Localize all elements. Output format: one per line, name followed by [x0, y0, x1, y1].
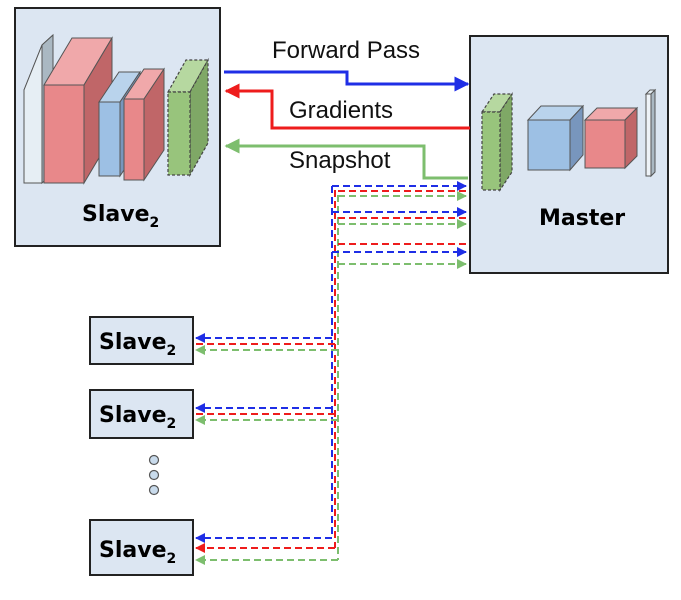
forward-pass-arrow	[224, 70, 470, 92]
main-slave-node: Slave2	[14, 7, 221, 247]
small-slave-2-box	[89, 389, 194, 439]
gradients-label: Gradients	[289, 97, 393, 124]
snapshot-arrow	[224, 138, 468, 180]
master-node: Master	[469, 35, 669, 274]
small-slave-1-box	[89, 316, 194, 365]
snapshot-label: Snapshot	[289, 147, 391, 174]
main-slave-label: Slave2	[82, 202, 159, 231]
small-slave-1-label: Slave2	[99, 330, 176, 359]
gradients-arrow	[224, 83, 470, 130]
slave-network-icon	[23, 33, 210, 185]
small-slave-2: Slave2	[89, 389, 194, 439]
master-network-icon	[480, 88, 657, 192]
vertical-dots-icon	[148, 454, 160, 496]
dashed-bus	[195, 181, 467, 565]
small-slave-3: Slave2	[89, 519, 194, 576]
forward-pass-label: Forward Pass	[272, 37, 420, 64]
small-slave-3-box	[89, 519, 194, 576]
main-edges: Forward Pass Gradients Snapshot	[224, 37, 470, 180]
small-slave-3-label: Slave2	[99, 538, 176, 567]
master-label: Master	[539, 206, 625, 231]
small-slave-2-label: Slave2	[99, 403, 176, 432]
small-slave-1: Slave2	[89, 316, 194, 365]
